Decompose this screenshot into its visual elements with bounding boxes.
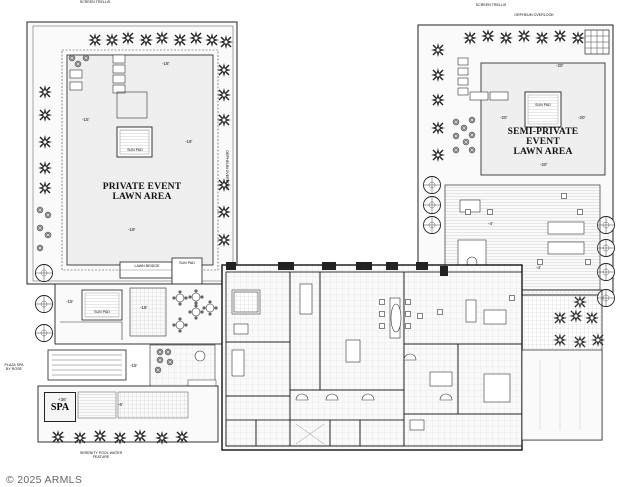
- semi-private-line2: EVENT: [526, 136, 560, 147]
- dim-right-bottom: -20': [540, 162, 548, 167]
- spa-label: SPA: [44, 392, 76, 422]
- dim-right-top: -20': [556, 63, 564, 68]
- screen-trellis-right-label: SCREEN TRELLIS: [475, 3, 507, 7]
- right-wing: [417, 24, 615, 350]
- private-event-lawn: [66, 54, 214, 266]
- sun-pad-bridge-label: SUN PAD: [179, 261, 195, 265]
- semi-private-lawn-title: SEMI-PRIVATE EVENT LAWN AREA: [494, 127, 592, 158]
- semi-private-line3: LAWN AREA: [513, 146, 573, 157]
- dim-right-left: -20': [500, 115, 508, 120]
- private-lawn-line1: PRIVATE EVENT: [102, 182, 182, 192]
- dim-spa: +36': [58, 397, 67, 402]
- private-lawn-title: PRIVATE EVENT LAWN AREA: [78, 182, 206, 203]
- private-lawn-line2: LAWN AREA: [112, 191, 172, 202]
- orpheum-overlook-side-label: ORPHEUM OVERLOOK: [225, 150, 229, 190]
- dim-right-right: -20': [578, 115, 586, 120]
- dim-lawn-left: -15': [82, 117, 90, 122]
- dim-lawn-right: -18': [185, 139, 193, 144]
- dim-lawn-bottom: -18': [128, 227, 136, 232]
- dim-lawn-top: -18': [162, 61, 170, 66]
- spa-text: SPA: [50, 401, 70, 413]
- copyright-watermark: © 2025 ARMLS: [6, 474, 83, 486]
- lower-left-terrace: [47, 283, 226, 419]
- water-feature-label: SERENITY POOL WATER FEATURE: [79, 451, 123, 459]
- orpheum-overlook-top-label: ORPHEUM OVERLOOK: [514, 13, 554, 17]
- dim-lower-mid: -18': [140, 305, 148, 310]
- dim-steps: -15': [130, 363, 138, 368]
- dim-spa-deck: -6': [118, 402, 123, 407]
- left-wing: [26, 21, 238, 342]
- sun-pad-bridge: [171, 257, 203, 287]
- dim-lower-left: -15': [66, 299, 74, 304]
- screen-trellis-left-label: SCREEN TRELLIS: [79, 0, 111, 4]
- sun-pad-right-label: SUN PAD: [535, 103, 551, 107]
- dim-patio-left: -4': [488, 221, 493, 226]
- lawn-bridge-label: LAWN BRIDGE: [134, 264, 160, 268]
- walkway-steps: [69, 54, 148, 119]
- sun-pad-top-label: SUN PAD: [127, 148, 143, 152]
- spa-side-note: PLAZA SPA BY ROSE: [4, 363, 24, 371]
- semi-private-line1: SEMI-PRIVATE: [507, 127, 579, 137]
- main-building: [221, 262, 523, 451]
- sun-pad-lower-label: SUN PAD: [94, 310, 110, 314]
- dim-patio-right: -4': [536, 265, 541, 270]
